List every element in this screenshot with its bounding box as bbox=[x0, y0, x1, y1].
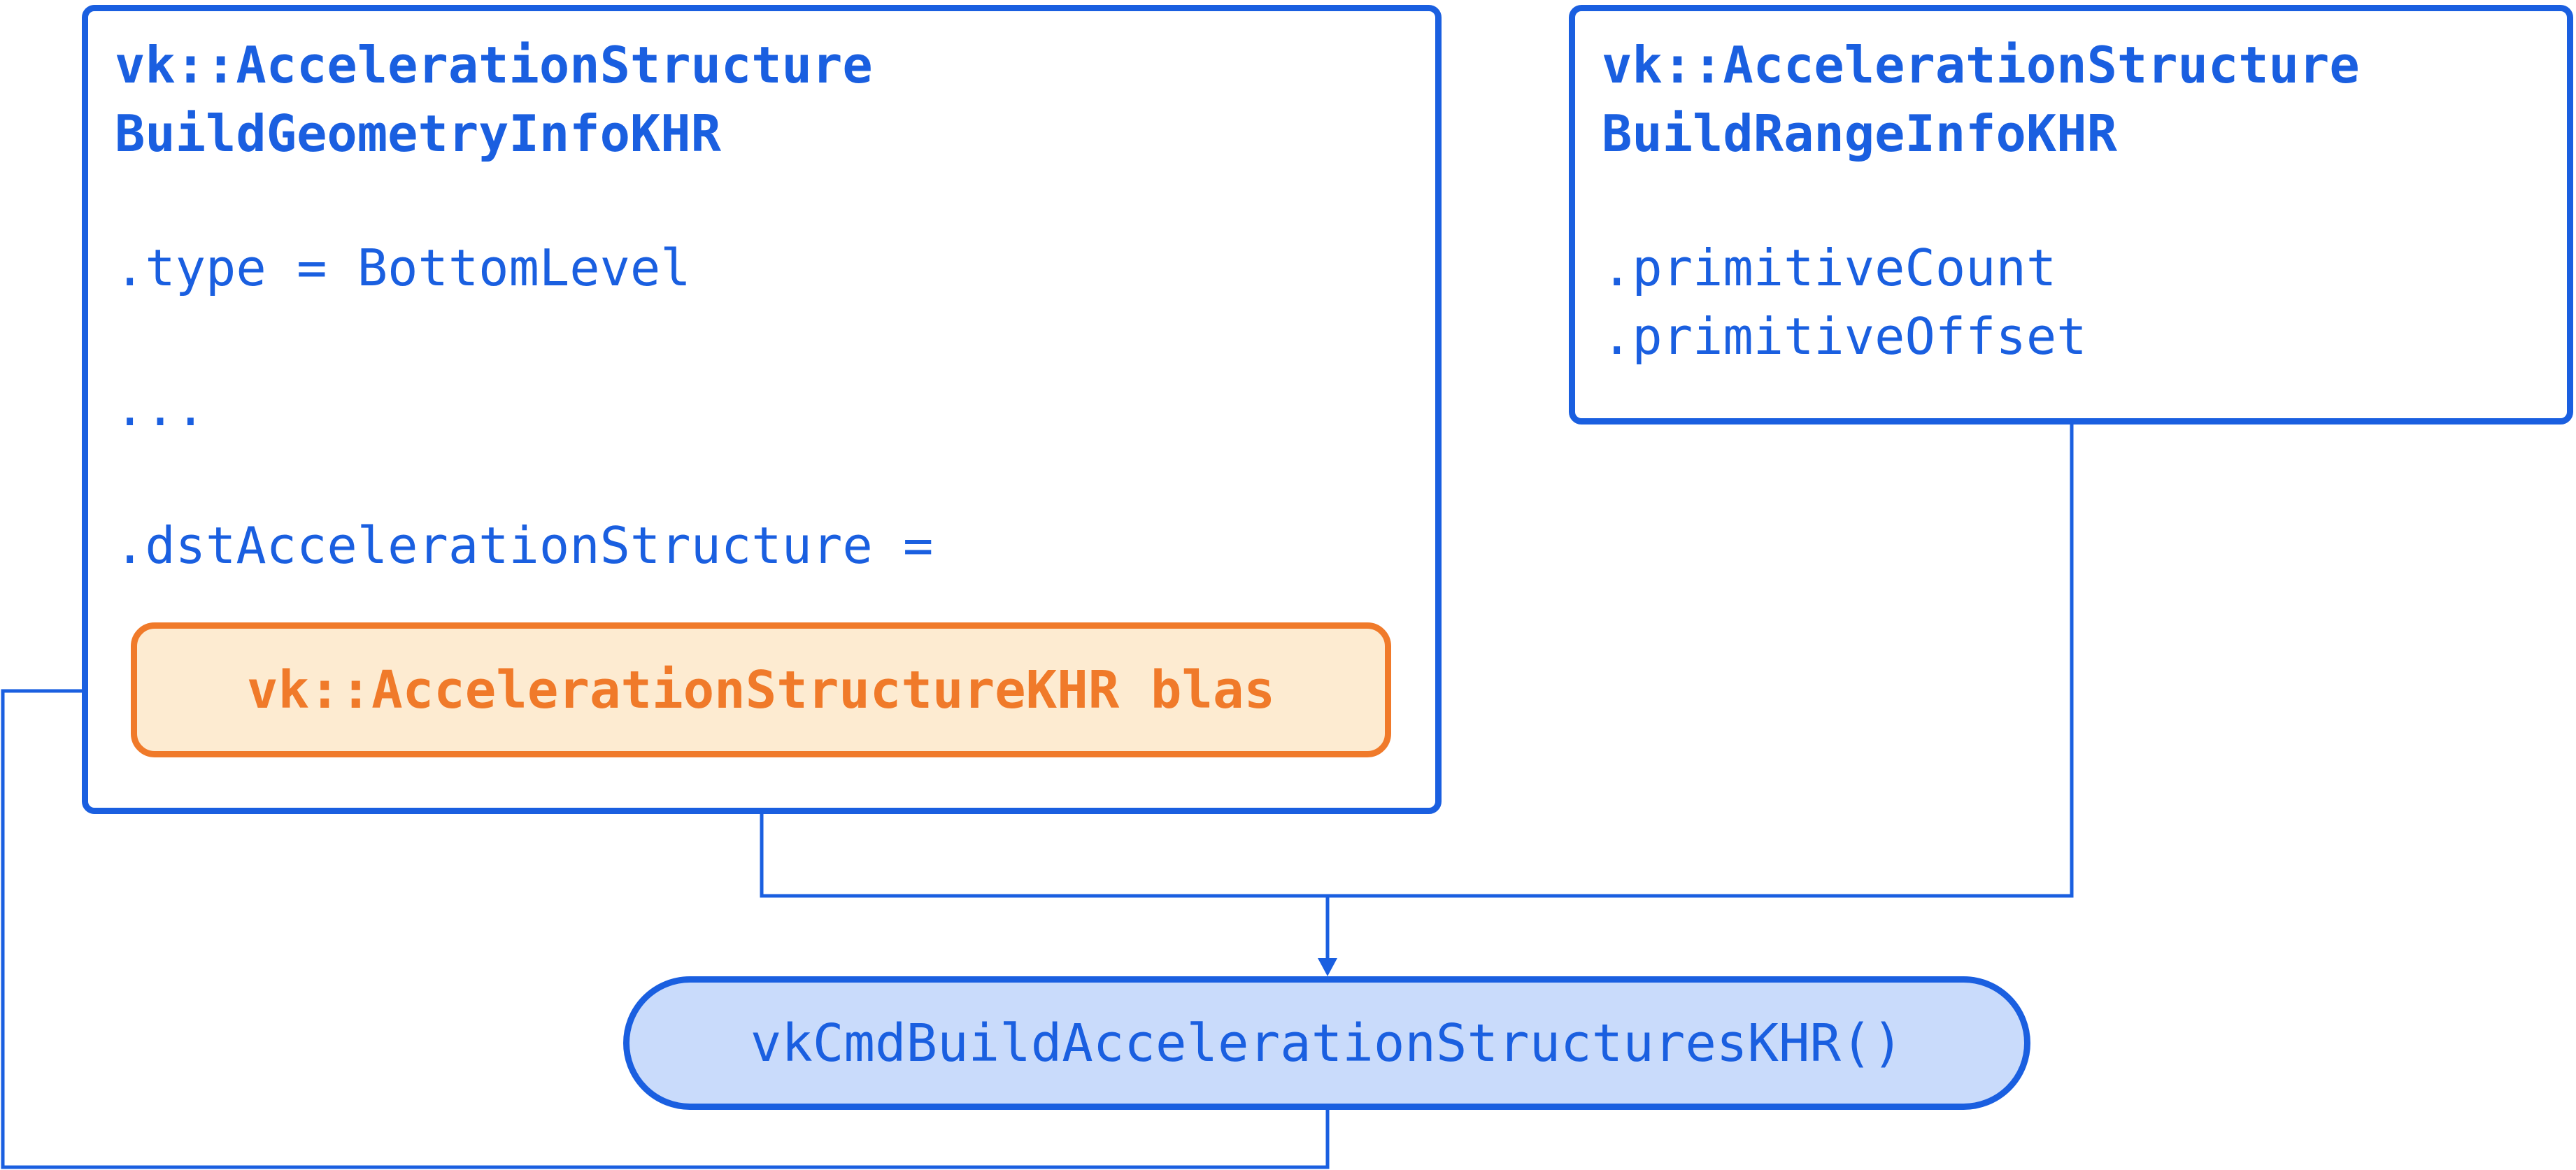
build-geometry-info-title: vk::AccelerationStructure BuildGeometryI… bbox=[115, 31, 873, 168]
ellipsis-field: ... bbox=[115, 378, 206, 437]
blas-label: vk::AccelerationStructureKHR blas bbox=[246, 659, 1276, 720]
connector-command-to-blas bbox=[1, 689, 1330, 1169]
build-geometry-info-title-line1: vk::AccelerationStructure bbox=[115, 36, 873, 94]
build-range-info-title: vk::AccelerationStructure BuildRangeInfo… bbox=[1602, 31, 2360, 168]
connector-geometry-to-command bbox=[760, 814, 1328, 898]
build-range-info-title-line2: BuildRangeInfoKHR bbox=[1602, 104, 2117, 163]
dst-acceleration-structure-field: .dstAccelerationStructure = bbox=[115, 516, 934, 575]
build-range-info-box: vk::AccelerationStructure BuildRangeInfo… bbox=[1569, 5, 2573, 425]
type-field: .type = BottomLevel bbox=[115, 238, 691, 297]
blas-box: vk::AccelerationStructureKHR blas bbox=[131, 622, 1391, 757]
build-range-info-title-line1: vk::AccelerationStructure bbox=[1602, 36, 2360, 94]
connector-range-to-command bbox=[1328, 425, 2074, 898]
build-command-label: vkCmdBuildAccelerationStructuresKHR() bbox=[750, 1013, 1904, 1073]
primitive-offset-field: .primitiveOffset bbox=[1602, 307, 2087, 366]
build-geometry-info-title-line2: BuildGeometryInfoKHR bbox=[115, 104, 721, 163]
arrow-into-command-head bbox=[1318, 958, 1337, 976]
build-command-node: vkCmdBuildAccelerationStructuresKHR() bbox=[623, 976, 2030, 1110]
primitive-count-field: .primitiveCount bbox=[1602, 238, 2057, 297]
